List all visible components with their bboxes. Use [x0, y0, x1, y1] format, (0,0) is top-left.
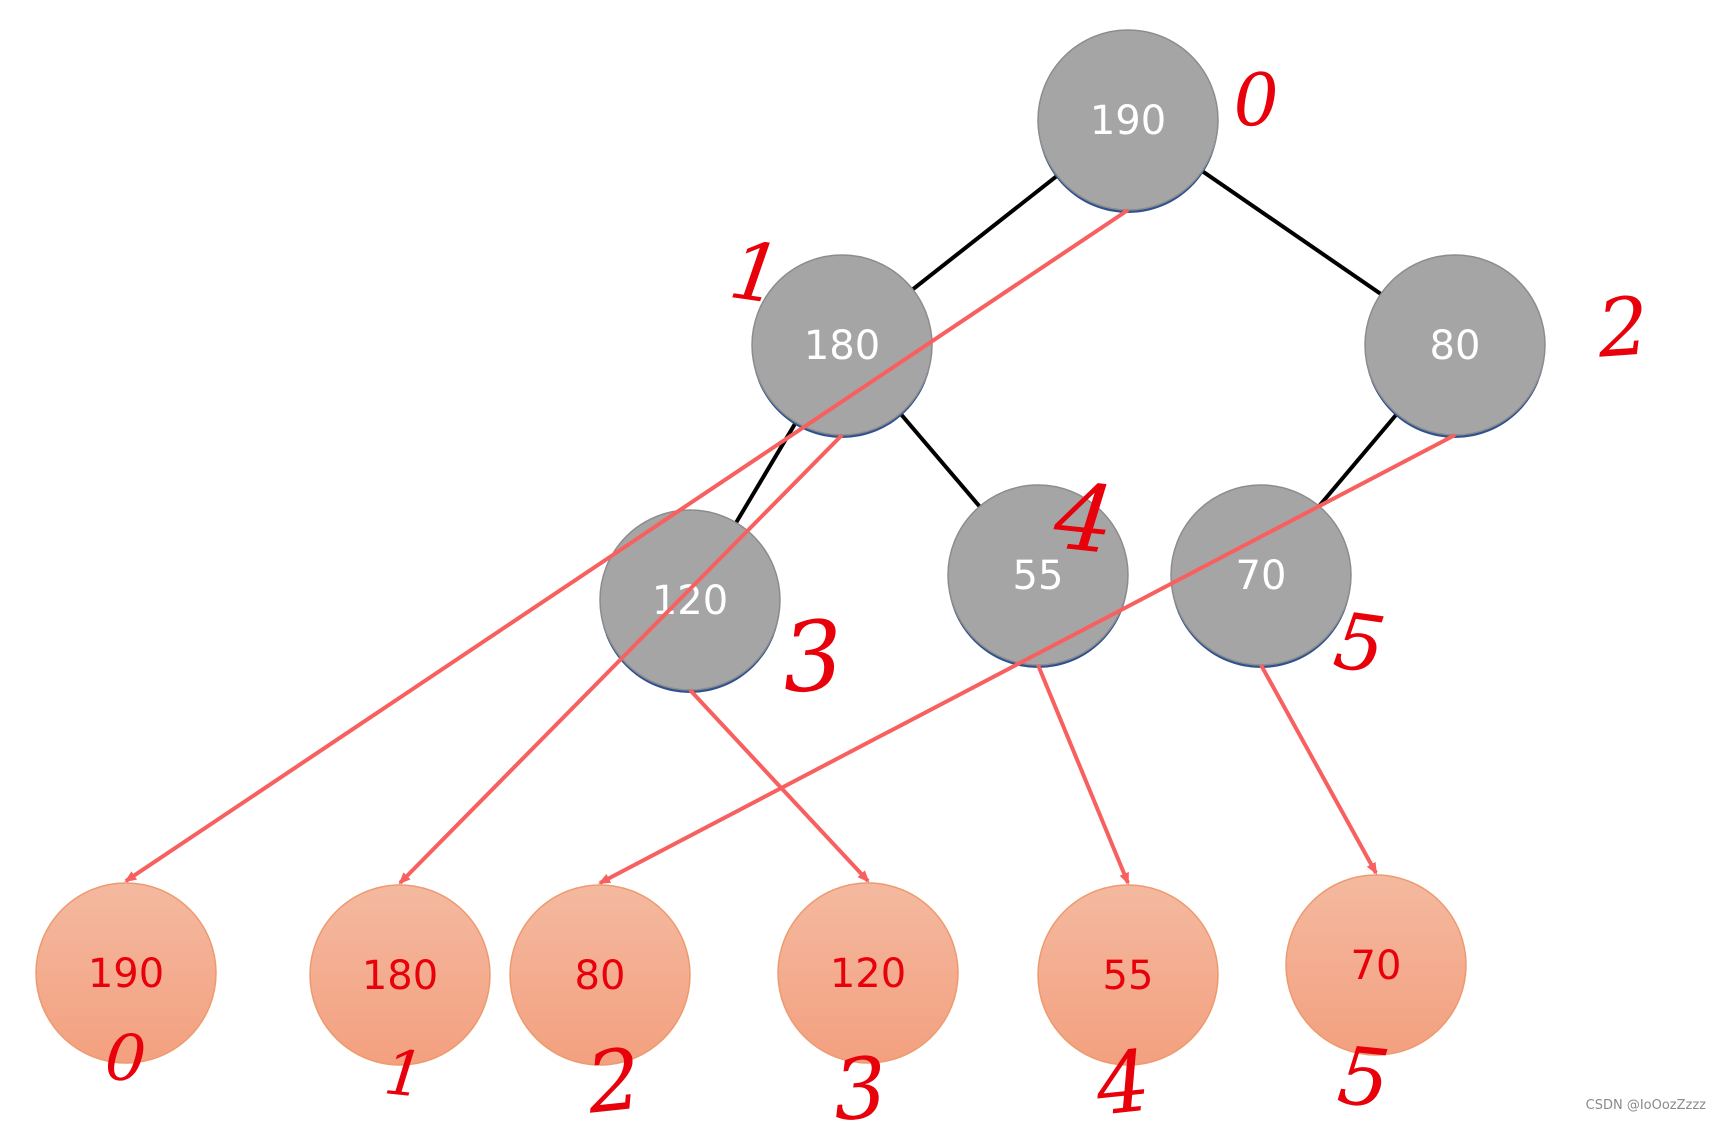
tree-node-value: 180 [804, 323, 880, 369]
mapping-arrow-n2-a2 [598, 433, 1456, 885]
array-cell-190: 190 [35, 882, 217, 1064]
tree-node-value: 70 [1236, 553, 1287, 599]
handwritten-index-a5: 5 [1334, 1029, 1394, 1121]
handwritten-index-a4: 4 [1090, 1032, 1154, 1121]
array-cell-120: 120 [777, 882, 959, 1064]
array-cell-80: 80 [509, 884, 691, 1066]
mapping-arrow-n0-a0 [124, 208, 1130, 883]
handwritten-index-n3: 3 [778, 599, 847, 715]
handwritten-index-a0: 0 [103, 1021, 149, 1098]
mapping-arrow-n1-a1 [398, 433, 844, 885]
array-cell-value: 180 [362, 953, 438, 999]
array-cell-value: 120 [830, 951, 906, 997]
array-cell-circle [1285, 874, 1467, 1056]
array-cell-circle [509, 884, 691, 1066]
tree-node-55: 55 [947, 484, 1129, 668]
array-cell-180: 180 [309, 884, 491, 1066]
array-cell-circle [35, 882, 217, 1064]
array-cell-55: 55 [1037, 884, 1219, 1066]
tree-node-180: 180 [751, 254, 933, 438]
array-cell-value: 55 [1103, 953, 1154, 999]
mapping-arrow-n3-a3 [688, 688, 870, 883]
tree-node-190: 190 [1037, 29, 1219, 213]
handwritten-index-a3: 3 [830, 1038, 890, 1121]
array-cell-value: 70 [1351, 943, 1402, 989]
mapping-arrow-n4-a4 [1036, 664, 1130, 885]
tree-node-value: 55 [1013, 553, 1064, 599]
tree-node-80: 80 [1364, 254, 1546, 438]
array-cell-circle [777, 882, 959, 1064]
handwritten-index-n2: 2 [1593, 279, 1651, 375]
handwritten-index-n4: 4 [1049, 462, 1119, 575]
handwritten-index-a2: 2 [581, 1030, 645, 1121]
mapping-arrow-n5-a5 [1259, 664, 1378, 875]
array-cell-circle [1037, 884, 1219, 1066]
mapping-arrows [124, 208, 1456, 885]
tree-node-value: 80 [1430, 323, 1481, 369]
watermark: CSDN @IoOozZzzz [1585, 1098, 1706, 1113]
tree-nodes: 190 180 80 120 55 70 [599, 29, 1546, 693]
array-cell-70: 70 [1285, 874, 1467, 1056]
tree-node-value: 190 [1090, 98, 1166, 144]
array-cell-value: 80 [575, 953, 626, 999]
array-cell-value: 190 [88, 951, 164, 997]
handwritten-index-a1: 1 [381, 1035, 428, 1112]
tree-node-120: 120 [599, 509, 781, 693]
handwritten-index-n5: 5 [1329, 596, 1391, 692]
array-cell-circle [309, 884, 491, 1066]
array-cells: 190 180 80 120 55 70 [35, 874, 1467, 1066]
tree-node-70: 70 [1170, 484, 1352, 668]
handwritten-index-n0: 0 [1232, 57, 1281, 143]
